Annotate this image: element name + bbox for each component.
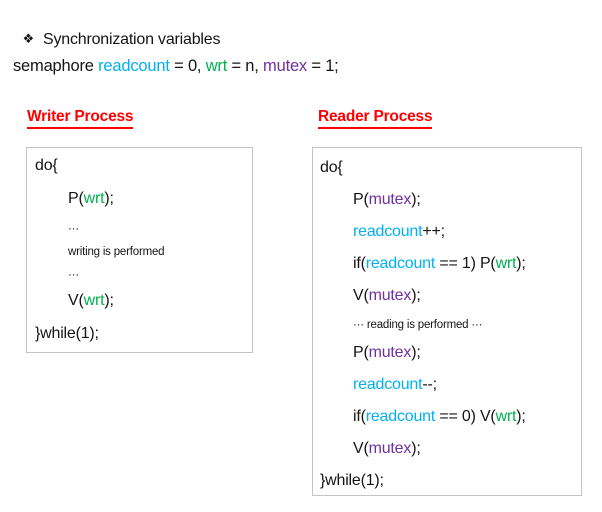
code-token: ); — [411, 191, 421, 208]
code-line: readcount++; — [320, 223, 581, 240]
code-token: }while(1); — [320, 472, 384, 489]
code-token: V( — [353, 287, 369, 304]
code-token: ); — [411, 287, 421, 304]
code-token: mutex — [368, 287, 412, 304]
writer-code-box: do{P(wrt);···writing is performed···V(wr… — [26, 147, 253, 353]
code-token: ); — [411, 440, 421, 457]
code-token: --; — [422, 376, 437, 393]
code-line: P(mutex); — [320, 344, 581, 361]
code-token: }while(1); — [35, 325, 99, 342]
code-token: = n, — [227, 57, 264, 75]
code-token: == 1) P( — [435, 255, 496, 272]
code-token: semaphore — [13, 57, 99, 75]
code-line: P(mutex); — [320, 191, 581, 208]
code-token: ··· — [68, 223, 79, 235]
code-line: V(wrt); — [35, 292, 252, 309]
code-token: mutex — [368, 440, 412, 457]
code-token: ); — [104, 292, 114, 309]
code-token: wrt — [83, 292, 105, 309]
code-token: ); — [104, 190, 114, 207]
code-line: P(wrt); — [35, 190, 252, 207]
code-token: readcount — [353, 223, 423, 240]
code-token: wrt — [83, 190, 105, 207]
code-token: writing is performed — [68, 246, 165, 258]
code-token: ); — [516, 255, 526, 272]
diamond-bullet-icon: ❖ — [22, 31, 35, 46]
code-line: writing is performed — [35, 246, 252, 258]
code-token: do{ — [35, 157, 58, 174]
code-token: readcount — [98, 57, 170, 75]
code-line: ··· reading is performed ··· — [320, 319, 581, 331]
code-token: wrt — [495, 408, 517, 425]
code-line: do{ — [35, 157, 252, 174]
code-token: mutex — [263, 57, 307, 75]
code-token: = 1; — [306, 57, 339, 75]
code-token: ··· reading is performed ··· — [353, 319, 483, 331]
code-token: = 0, — [169, 57, 206, 75]
writer-process-heading: Writer Process — [27, 108, 134, 129]
code-token: readcount — [353, 376, 423, 393]
code-token: ); — [516, 408, 526, 425]
code-token: mutex — [368, 344, 412, 361]
code-token: == 0) V( — [435, 408, 496, 425]
code-line: if(readcount == 1) P(wrt); — [320, 255, 581, 272]
page-title: ❖ Synchronization variables — [14, 13, 221, 49]
code-line: readcount--; — [320, 376, 581, 393]
code-line: V(mutex); — [320, 287, 581, 304]
code-token: ); — [411, 344, 421, 361]
reader-process-heading: Reader Process — [318, 108, 433, 129]
page-title-text: Synchronization variables — [42, 31, 221, 48]
code-line: ··· — [35, 223, 252, 235]
code-token: V( — [353, 440, 369, 457]
code-token: P( — [353, 191, 369, 208]
code-line: if(readcount == 0) V(wrt); — [320, 408, 581, 425]
code-line: ··· — [35, 269, 252, 281]
code-line: V(mutex); — [320, 440, 581, 457]
code-token: P( — [353, 344, 369, 361]
code-token: V( — [68, 292, 84, 309]
code-token: if( — [353, 408, 366, 425]
code-line: do{ — [320, 159, 581, 176]
semaphore-declaration: semaphore readcount = 0, wrt = n, mutex … — [13, 57, 339, 76]
code-token: ··· — [68, 269, 79, 281]
code-token: readcount — [365, 408, 436, 425]
code-token: P( — [68, 190, 84, 207]
code-token: wrt — [205, 57, 228, 75]
code-token: wrt — [495, 255, 517, 272]
code-token: if( — [353, 255, 366, 272]
code-token: do{ — [320, 159, 343, 176]
code-token: ++; — [422, 223, 445, 240]
code-line: }while(1); — [320, 472, 581, 489]
code-token: readcount — [365, 255, 436, 272]
reader-code-box: do{P(mutex);readcount++;if(readcount == … — [312, 147, 582, 496]
code-token: mutex — [368, 191, 412, 208]
code-line: }while(1); — [35, 325, 252, 342]
